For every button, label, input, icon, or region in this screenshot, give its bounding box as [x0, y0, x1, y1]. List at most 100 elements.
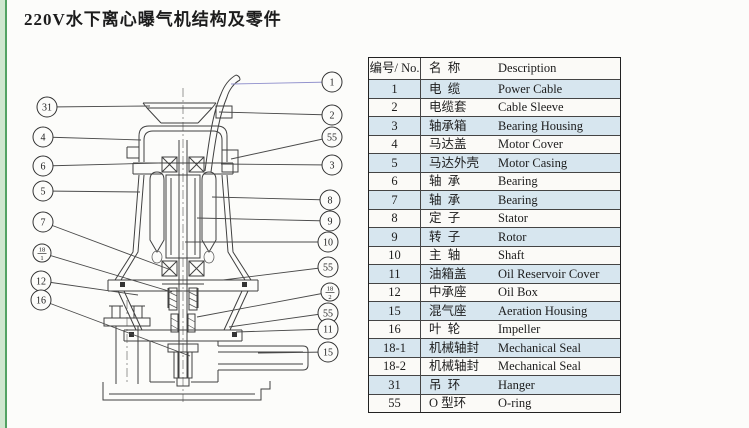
cell-name: 转 子 [429, 229, 461, 244]
callout-sublabel-18-2: 2 [328, 294, 331, 301]
cell-name: 马达盖 [429, 137, 467, 151]
callout-label-16: 16 [36, 296, 46, 307]
callout-circle-11 [317, 318, 339, 340]
page-title-main: 220V水下离心曝气机 [24, 10, 192, 29]
impeller-shape [167, 343, 199, 387]
cell-no: 12 [369, 283, 421, 301]
callout-label-1: 1 [330, 78, 335, 89]
cell-no: 11 [369, 265, 421, 283]
callout-circle-18-1 [32, 243, 52, 263]
cell-description: Hanger [498, 377, 535, 392]
cell-description: Oil Reservoir Cover [498, 266, 600, 281]
callout-label-31: 31 [42, 103, 52, 114]
leader-line-6 [42, 162, 160, 167]
cell-description: Rotor [498, 229, 527, 244]
cell-description: Bearing [498, 192, 538, 207]
callout-circle-7 [32, 211, 54, 233]
cell-no: 9 [369, 228, 421, 246]
header-name: 名 称 [429, 61, 461, 76]
callout-label-18-1: 18 [39, 247, 46, 254]
cell-description: Stator [498, 211, 528, 225]
page-title-bold: 结构及零件 [191, 10, 282, 29]
cell-name: 油箱盖 [429, 266, 467, 281]
leader-line-16 [40, 299, 191, 357]
leader-line-4 [42, 136, 142, 141]
callout-label-2: 2 [330, 111, 335, 122]
callout-circle-3 [321, 154, 343, 176]
cell-name: 吊 环 [429, 377, 461, 392]
callout-circle-6 [32, 155, 54, 177]
cell-no: 16 [369, 320, 421, 338]
leader-line-2 [218, 111, 333, 116]
cell-no: 10 [369, 246, 421, 264]
cell-no: 5 [369, 154, 421, 172]
callout-label-10: 10 [323, 238, 333, 249]
cell-description: Motor Cover [498, 137, 563, 151]
cell-description: Impeller [498, 322, 541, 336]
table-header-row: 编号/ No. 名 称 Description [369, 58, 620, 79]
callout-circle-18-2 [320, 282, 340, 302]
table-row: 7 轴 承 Bearing [369, 190, 620, 209]
callout-label-5: 5 [41, 187, 46, 198]
left-border-strip [0, 0, 5, 428]
callout-label-55: 55 [327, 133, 337, 144]
bearing-housing-shape [132, 162, 234, 175]
header-no: 编号/ No. [369, 58, 421, 79]
callout-circle-55 [321, 126, 343, 148]
callout-label-8: 8 [328, 196, 333, 207]
shaft-shape [178, 140, 188, 378]
cell-description: Mechanical Seal [498, 340, 581, 355]
cell-description: Cable Sleeve [498, 100, 564, 114]
leader-line-3 [220, 163, 333, 166]
cell-description: Bearing Housing [498, 118, 584, 133]
callout-circle-55 [317, 256, 339, 278]
callout-circle-5 [32, 180, 54, 202]
mechanical-seals-shape [162, 283, 204, 333]
hanger-shape [142, 102, 217, 124]
callout-circle-8 [319, 189, 341, 211]
leader-line-1 [230, 81, 333, 85]
cell-description: Bearing [498, 174, 538, 188]
cable-sleeve-shape [215, 105, 239, 173]
cell-no: 3 [369, 117, 421, 135]
callout-circle-16 [30, 289, 52, 311]
cell-name: 轴 承 [429, 174, 461, 188]
cell-description: Aeration Housing [498, 303, 588, 318]
cell-no: 6 [369, 172, 421, 190]
cell-description: O-ring [498, 396, 532, 410]
callout-label-9: 9 [328, 217, 333, 228]
cell-name: 中承座 [429, 285, 467, 299]
cell-name: 轴 承 [429, 192, 461, 207]
cell-name: 机械轴封 [429, 340, 480, 355]
cell-no: 18-1 [369, 339, 421, 357]
leader-line-7 [42, 221, 172, 271]
cell-name: 电缆套 [429, 100, 467, 114]
cell-no: 4 [369, 135, 421, 153]
callout-circle-15 [317, 341, 339, 363]
table-row: 9 转 子 Rotor [369, 227, 620, 246]
leader-line-55 [230, 136, 333, 160]
cell-description: Shaft [498, 248, 525, 262]
aeration-housing-shape [102, 300, 309, 401]
left-border-line [5, 0, 7, 428]
callout-circle-4 [32, 126, 54, 148]
table-row: 4 马达盖 Motor Cover [369, 134, 620, 153]
leader-line-31 [46, 105, 151, 108]
bolt-marks [120, 282, 247, 337]
leader-line-55 [222, 266, 329, 281]
leader-line-9 [196, 217, 331, 222]
oil-box-shape [117, 290, 249, 342]
cell-no: 1 [369, 80, 421, 98]
cell-no: 7 [369, 191, 421, 209]
cell-no: 2 [369, 98, 421, 116]
header-description: Description [498, 61, 557, 76]
callout-circle-1 [321, 71, 343, 93]
